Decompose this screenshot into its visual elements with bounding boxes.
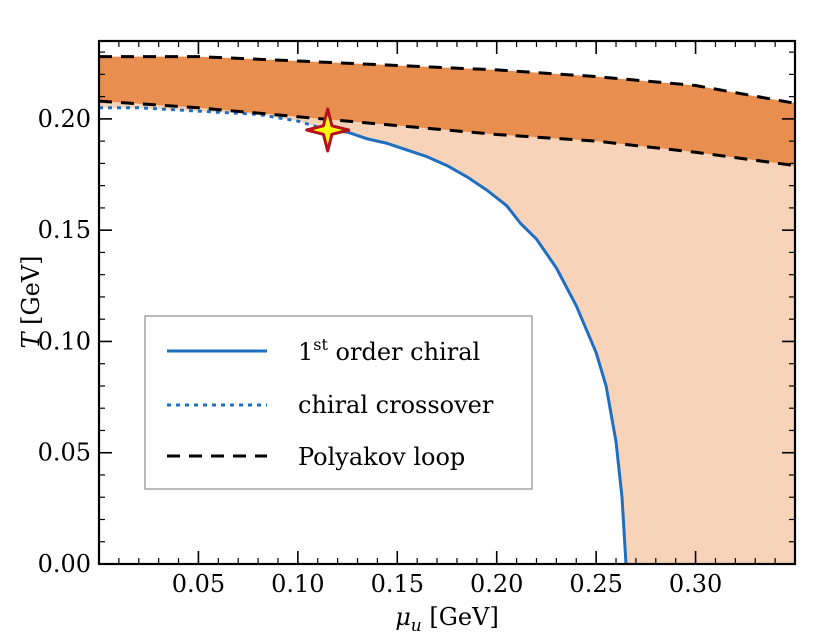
series-layer: [99, 55, 795, 564]
legend-label-polyakov: Polyakov loop: [298, 443, 465, 471]
series-polyakov-lower: [99, 99, 795, 168]
y-tick-label: 0.00: [38, 550, 91, 578]
y-tick-label: 0.20: [38, 105, 91, 133]
light-shaded-region: [99, 101, 795, 564]
band-layer: [99, 56, 795, 166]
tick-layer: 0.05 0.10 0.15 0.20 0.25 0.30 0.00 0.05 0.10 0.15…: [38, 41, 795, 598]
x-tick-label: 0.20: [470, 570, 523, 598]
legend-box: [144, 315, 533, 490]
region-layer: [99, 101, 795, 564]
series-crossover: [99, 106, 329, 132]
legend-label-first-order: 1st order chiral: [298, 335, 480, 366]
x-tick-label: 0.30: [669, 570, 722, 598]
series-first-order: [327, 128, 628, 564]
plot-frame: [97, 39, 797, 566]
x-tick-label: 0.05: [172, 570, 225, 598]
y-tick-label: 0.05: [38, 439, 91, 467]
y-tick-label: 0.10: [38, 327, 91, 355]
polyakov-band: [99, 56, 795, 166]
series-polyakov-upper: [99, 55, 795, 105]
legend-label-crossover: chiral crossover: [298, 391, 494, 419]
x-tick-label: 0.25: [569, 570, 622, 598]
x-tick-label: 0.15: [371, 570, 424, 598]
critical-point-marker: [305, 107, 351, 153]
marker-layer: [305, 107, 351, 153]
y-tick-label: 0.15: [38, 216, 91, 244]
legend: 1st order chiral chiral crossover Polyak…: [144, 315, 533, 490]
y-axis-label: T [GeV]: [17, 255, 45, 348]
x-tick-label: 0.10: [271, 570, 324, 598]
x-axis-label: μu [GeV]: [395, 603, 499, 636]
